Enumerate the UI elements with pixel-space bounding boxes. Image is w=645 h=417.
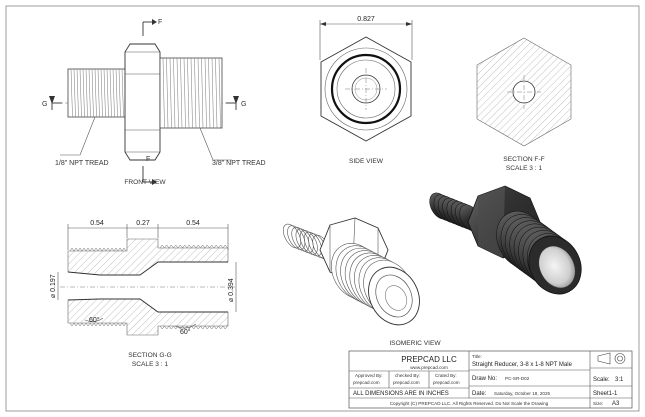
front-view-caption: FRONT VIEW [124,179,166,186]
tb-title-label: Title: [472,354,482,359]
projection-symbol [597,352,626,365]
section-ff-caption: SECTION F-F [503,156,544,163]
render-bore [538,245,576,289]
tb-copyright: Copyright (C) PREPCAD LLC. All Rights Re… [390,401,549,406]
tb-draw-no-label: Draw No: [472,376,497,382]
section-ff-view: SECTION F-F SCALE 3 : 1 [476,37,572,172]
front-section-mark-f-top: F [158,19,162,26]
tb-approved-value: prepcad.com [353,380,380,385]
section-gg-dia-large: ⌀ 0.394 [228,278,235,302]
tb-draw-no: PC-SR-D02 [505,376,530,381]
section-gg-dia-small: ⌀ 0.197 [50,274,57,298]
side-view: 0.827 SIDE VIEW [319,16,413,165]
section-gg-dim-left: 0.54 [90,220,104,227]
section-gg-view: 0.54 0.27 0.54 ⌀ 0.197 ⌀ 0.394 60° 60° S… [50,220,237,368]
tb-checked-label: checked By: [395,373,420,378]
side-width-dimension: 0.827 [357,16,375,23]
side-view-caption: SIDE VIEW [349,158,384,165]
isometric-caption: ISOMERIC VIEW [389,340,441,347]
tb-units-note: ALL DIMENSIONS ARE IN INCHES [353,391,449,397]
front-section-mark-g-right: G [241,101,246,108]
section-ff-scale: SCALE 3 : 1 [506,165,543,172]
front-section-mark-g-left: G [42,101,47,108]
tb-company: PREPCAD LLC [401,355,457,364]
title-block: PREPCAD LLC www.prepcad.com Approved By:… [348,350,633,409]
tb-date-label: Date: [472,391,487,397]
isometric-line-view: ISOMERIC VIEW [283,217,441,347]
tb-date: Saturday, October 18, 2025 [494,391,551,396]
tb-scale-label: Scale: [593,377,610,383]
tb-created-label: Crated By: [435,373,457,378]
tb-website: www.prepcad.com [410,365,448,370]
tb-size-label: Size: [593,401,603,406]
section-gg-dim-right: 0.54 [186,220,200,227]
section-gg-dim-mid: 0.27 [136,220,150,227]
tb-title: Straight Reducer, 3-8 x 1-8 NPT Male [472,362,573,368]
front-right-thread-note: 3/8" NPT TREAD [212,160,266,167]
tb-sheet: Sheet1-1 [593,391,618,397]
tb-approved-label: Approved By: [355,373,383,378]
section-gg-angle-right: 60° [180,328,191,336]
front-left-thread-note: 1/8" NPT TREAD [55,160,109,167]
tb-size: A3 [612,401,620,407]
sheet-border [5,5,640,412]
front-section-mark-f-bottom: F [146,156,150,163]
front-hex-body [124,43,161,161]
tb-checked-value: prepcad.com [393,380,420,385]
section-gg-angle-left: 60° [89,316,100,324]
section-gg-caption: SECTION G-G [128,352,172,359]
isometric-rendered-view [429,185,582,295]
tb-created-value: prepcad.com [433,380,460,385]
front-view: F F G G 1/8" NPT TREAD 3/8" NPT TREAD FR… [42,19,266,186]
tb-scale: 3:1 [615,377,624,383]
section-gg-scale: SCALE 3 : 1 [132,361,169,368]
